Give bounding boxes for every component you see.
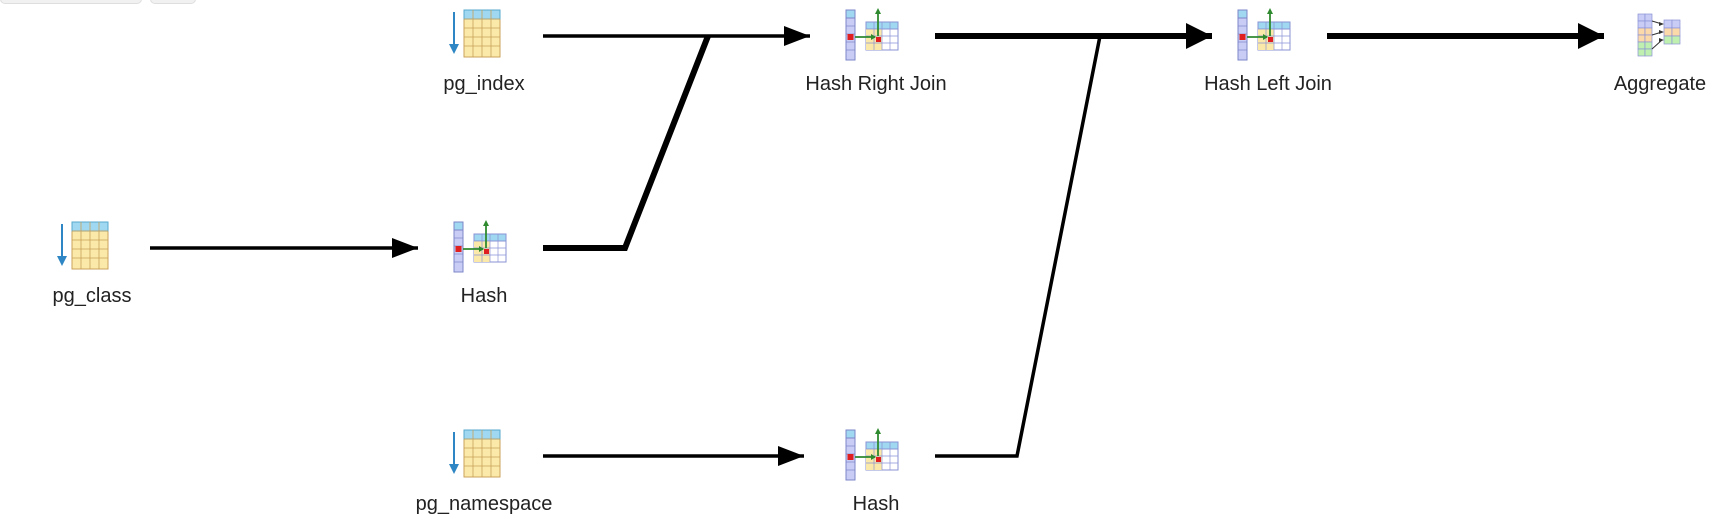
hash-arrow <box>875 8 881 14</box>
hash-icon <box>453 220 507 273</box>
hash-key <box>847 454 854 460</box>
table-scan-icon <box>57 221 109 270</box>
scan-arrow <box>449 44 459 54</box>
edge-hash_2-to-hash_left_join <box>935 35 1102 458</box>
node-pg-namespace[interactable]: pg_namespace <box>416 429 553 515</box>
node-pg-class[interactable]: pg_class <box>53 221 132 307</box>
hash-join-icon <box>845 8 899 61</box>
hash-join-icon <box>1237 8 1291 61</box>
aggregate-icon <box>1637 13 1681 57</box>
node-hash-right-join[interactable]: Hash Right Join <box>805 8 947 95</box>
hash-arrow <box>483 220 489 226</box>
edge-arrowhead <box>1186 23 1212 49</box>
node-label: pg_namespace <box>416 493 553 515</box>
edge-line <box>935 35 1102 458</box>
node-aggregate[interactable]: Aggregate <box>1614 13 1706 95</box>
node-label: Hash Left Join <box>1204 73 1332 95</box>
edge-pg_class-to-hash_1 <box>150 238 418 258</box>
table-scan-icon <box>449 429 501 478</box>
edge-arrowhead <box>778 446 804 466</box>
edge-pg_namespace-to-hash_2 <box>543 446 804 466</box>
hash-key <box>1239 34 1246 40</box>
node-label: Hash <box>853 493 900 515</box>
hash-arrow <box>1267 8 1273 14</box>
scan-arrow <box>57 256 67 266</box>
node-label: Hash <box>461 285 508 307</box>
edge-pg_index-to-hash_right_join <box>543 26 810 46</box>
table-scan-icon <box>449 9 501 58</box>
edge-hash_left_join-to-aggregate <box>1327 23 1604 49</box>
edge-arrowhead <box>784 26 810 46</box>
hash-icon <box>845 428 899 481</box>
edge-arrowhead <box>392 238 418 258</box>
node-hash-1[interactable]: Hash <box>453 220 508 307</box>
hash-key <box>847 34 854 40</box>
node-label: Hash Right Join <box>805 73 946 95</box>
edge-arrowhead <box>1578 23 1604 49</box>
hash-arrow <box>875 428 881 434</box>
node-label: pg_class <box>53 285 132 307</box>
node-pg-index[interactable]: pg_index <box>443 9 525 95</box>
edge-layer <box>150 23 1604 466</box>
edge-hash_right_join-to-hash_left_join <box>935 23 1212 49</box>
edge-line <box>543 34 711 251</box>
scan-arrow <box>449 464 459 474</box>
hash-key <box>455 246 462 252</box>
node-label: pg_index <box>443 73 524 95</box>
node-hash-2[interactable]: Hash <box>845 428 900 515</box>
edge-hash_1-to-hash_right_join <box>543 34 711 251</box>
node-label: Aggregate <box>1614 73 1706 95</box>
node-hash-left-join[interactable]: Hash Left Join <box>1204 8 1332 95</box>
